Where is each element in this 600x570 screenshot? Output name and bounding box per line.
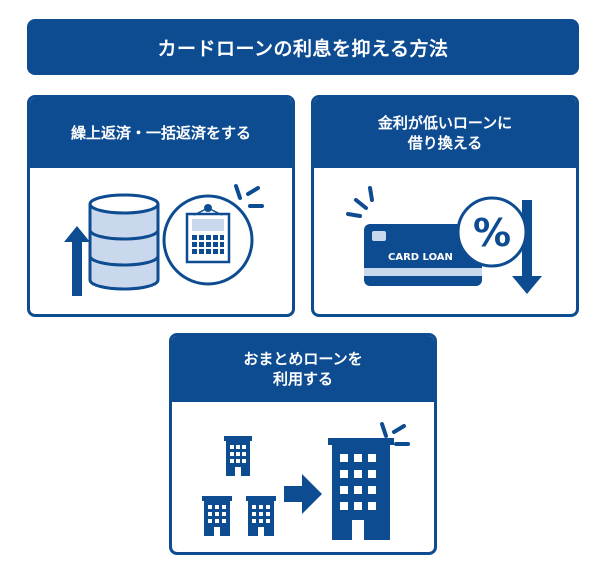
card-heading-line: 借り換える [407, 134, 483, 152]
card-illustration [172, 402, 434, 552]
credit-card-icon: CARD LOAN [364, 224, 482, 286]
consolidation-illustration [202, 422, 410, 540]
coin-stack-icon [88, 193, 160, 291]
card-heading-line: 金利が低いローンに [377, 113, 513, 132]
method-card-prepayment: 繰上返済・一括返済をする [27, 95, 295, 317]
down-arrow-icon [512, 200, 542, 294]
method-card-consolidation: おまとめローンを 利用する [169, 333, 437, 555]
card-heading-line: 繰上返済・一括返済をする [70, 123, 251, 142]
page-title: カードローンの利息を抑える方法 [27, 19, 579, 75]
building-icon [246, 496, 276, 536]
up-arrow-icon [64, 226, 90, 296]
percent-symbol: % [473, 211, 511, 255]
large-building-icon [328, 438, 394, 540]
card-header: 繰上返済・一括返済をする [30, 98, 292, 168]
card-loan-label: CARD LOAN [388, 252, 453, 263]
percent-icon: % [456, 196, 528, 268]
card-illustration [30, 168, 292, 314]
card-heading-line: おまとめローンを [243, 349, 363, 368]
card-heading-line: 利用する [272, 370, 333, 388]
calendar-icon [162, 194, 254, 286]
prepayment-illustration [64, 184, 264, 296]
right-arrow-icon [284, 474, 322, 514]
card-header: おまとめローンを 利用する [172, 336, 434, 402]
building-icon [224, 436, 252, 476]
refinance-illustration: CARD LOAN % [346, 186, 542, 294]
sparkle-icon [380, 422, 410, 446]
building-icon [202, 496, 232, 536]
sparkle-icon [234, 184, 264, 208]
sparkle-icon [346, 186, 374, 218]
card-header: 金利が低いローンに 借り換える [314, 98, 576, 168]
card-illustration: CARD LOAN % [314, 168, 576, 314]
method-card-refinance: 金利が低いローンに 借り換える CARD LOAN [311, 95, 579, 317]
